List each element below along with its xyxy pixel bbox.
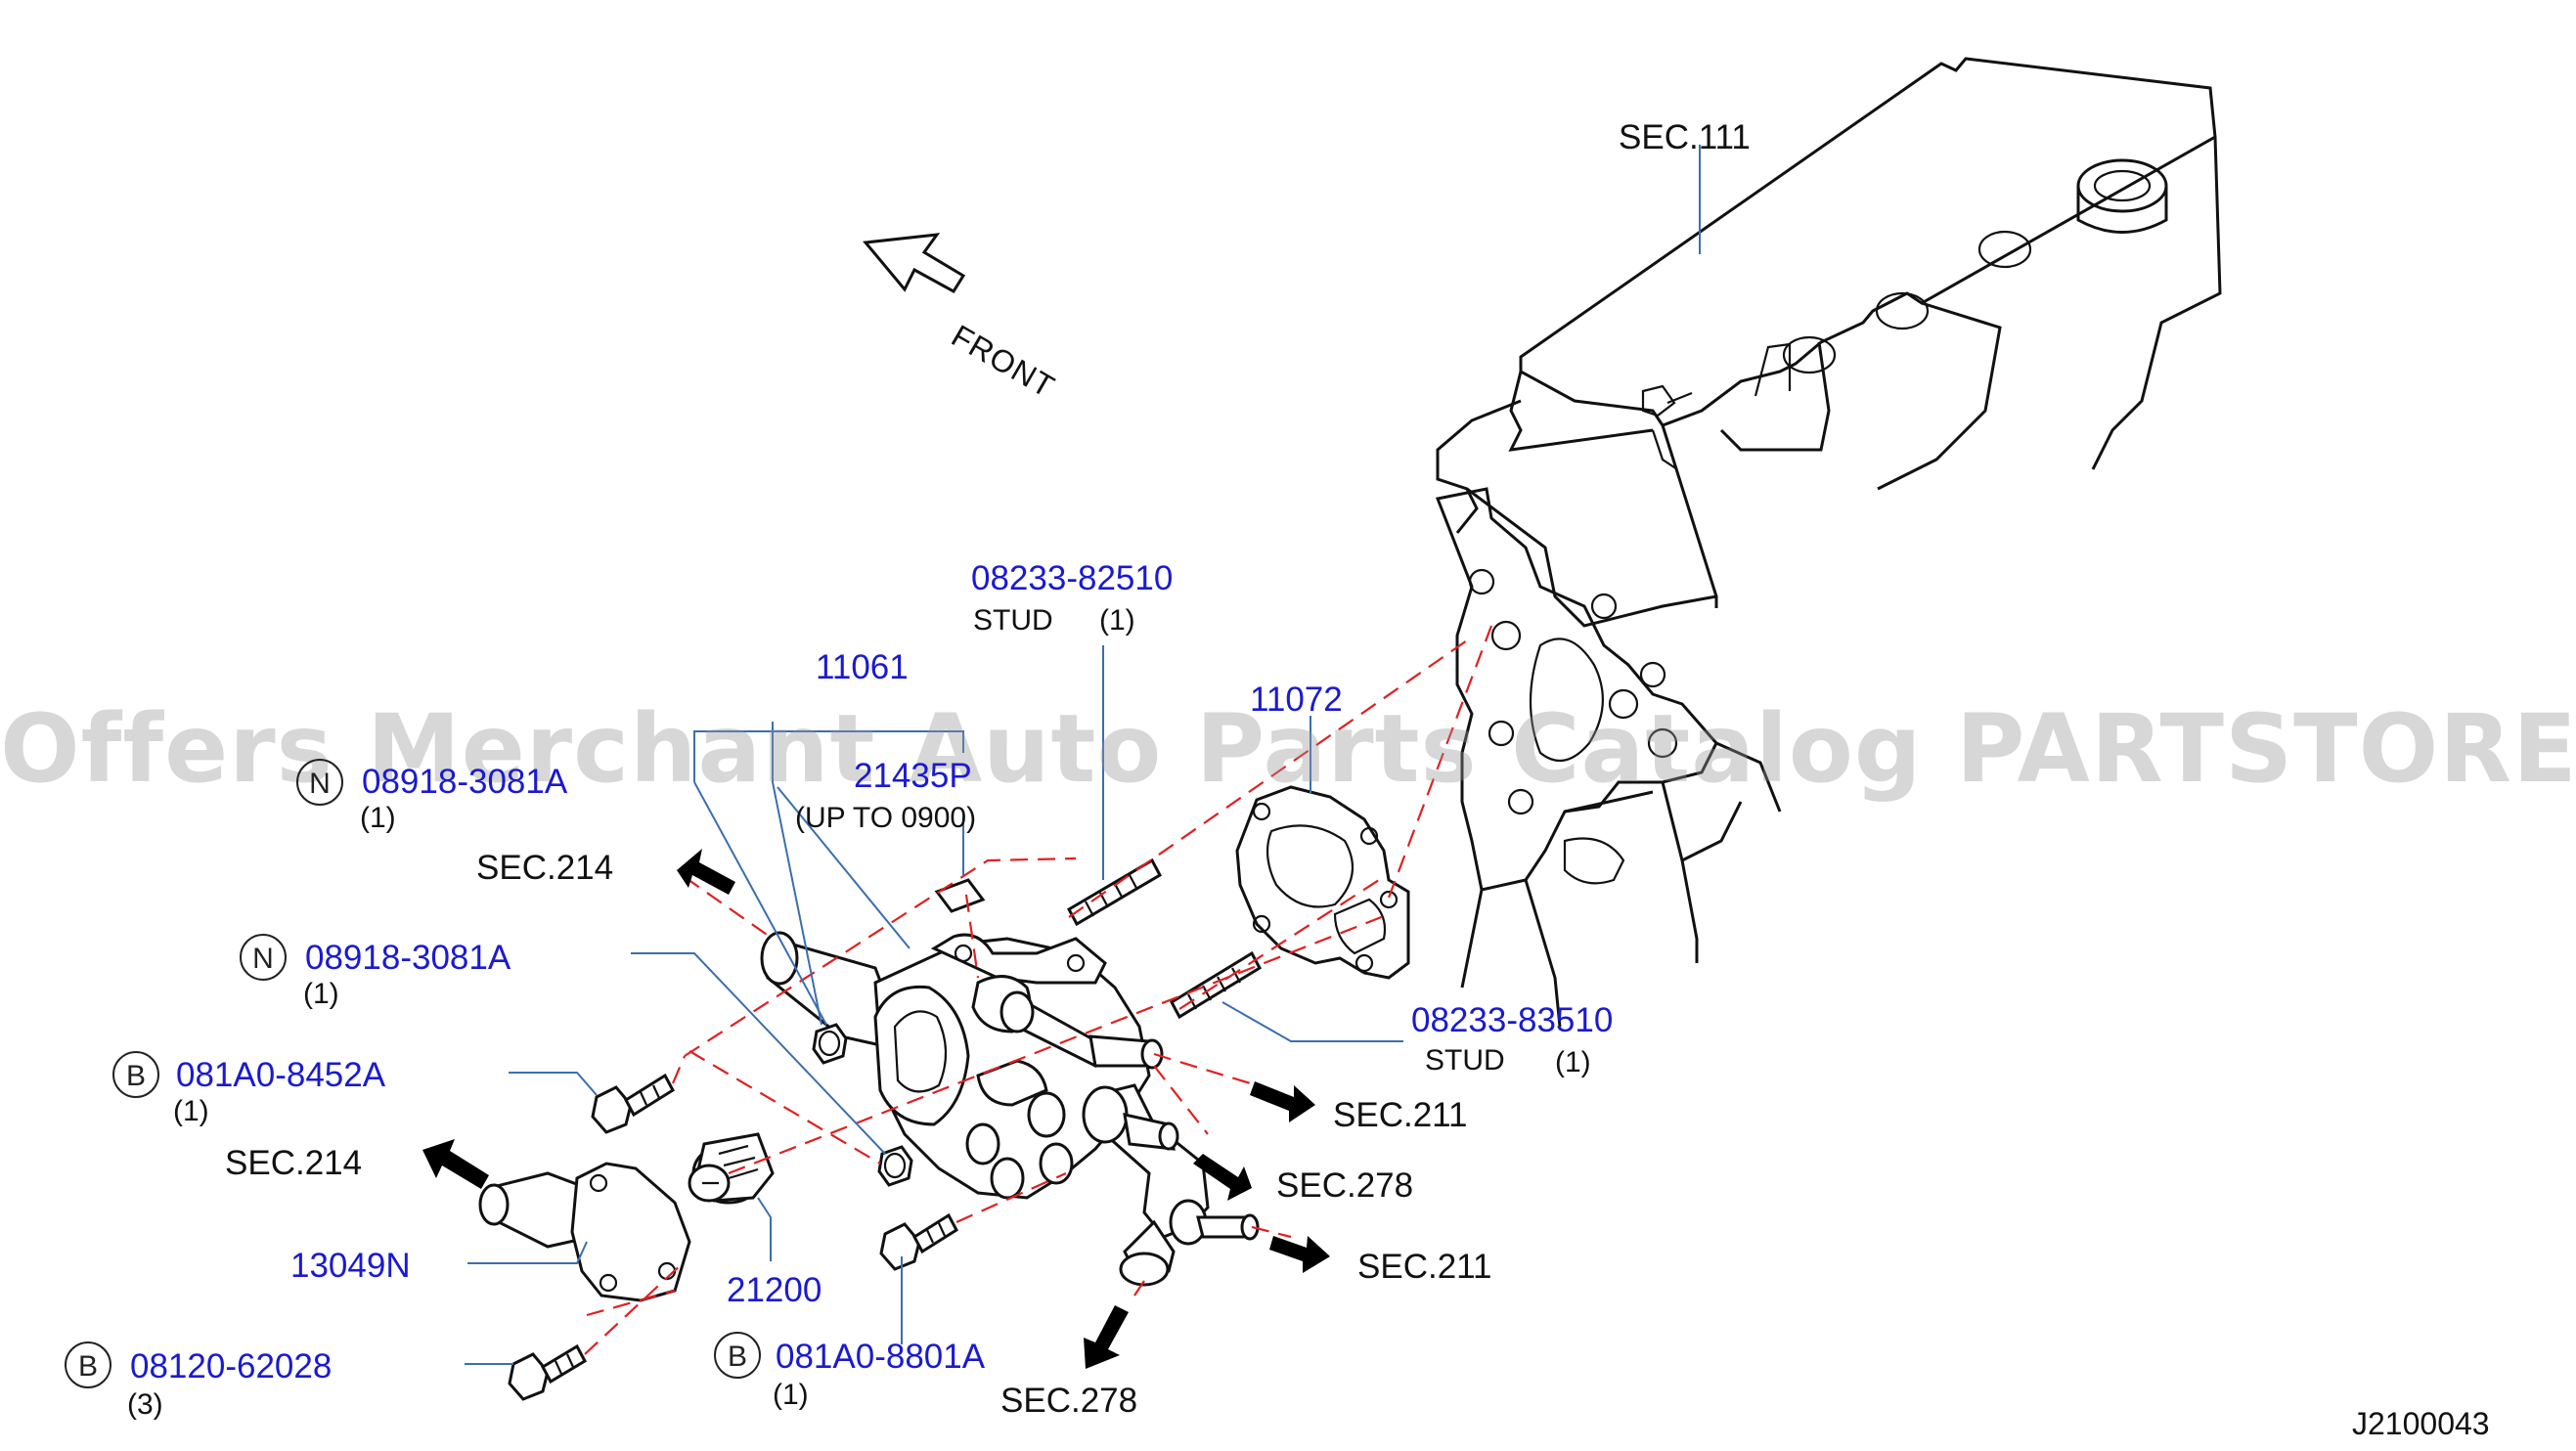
part-081a0-8452a-link[interactable]: 081A0-8452A xyxy=(176,1056,386,1094)
part-08918-3081a-mid-link[interactable]: 08918-3081A xyxy=(305,939,511,977)
gasket-21435p-drawing xyxy=(934,878,986,913)
part-21435p-link[interactable]: 21435P xyxy=(854,757,972,795)
part-08918-3081a-mid-qty: (1) xyxy=(303,978,339,1010)
nut-08918-mid-drawing xyxy=(877,1145,913,1187)
badge-n-top: N xyxy=(296,759,343,806)
sec-278-bottom-link[interactable]: SEC.278 xyxy=(1000,1382,1138,1420)
sec-214-bottom-link[interactable]: SEC.214 xyxy=(225,1144,363,1182)
engine-head-drawing xyxy=(1436,57,2222,628)
sec-214-top-link[interactable]: SEC.214 xyxy=(476,849,614,887)
part-081a0-8801a-link[interactable]: 081A0-8801A xyxy=(776,1338,986,1376)
bolt-081a0-8801a-drawing xyxy=(879,1212,958,1271)
part-081a0-8452a-qty: (1) xyxy=(173,1095,209,1127)
stud-82510-drawing xyxy=(1066,857,1163,927)
badge-b-8801a: B xyxy=(714,1332,761,1379)
section-arrows xyxy=(422,849,1330,1369)
bolt-081a0-8452a-drawing xyxy=(591,1073,675,1134)
part-08233-83510-qty: (1) xyxy=(1555,1046,1591,1078)
part-08120-62028-qty: (3) xyxy=(127,1388,163,1421)
part-11072-link[interactable]: 11072 xyxy=(1250,681,1343,719)
badge-b-8452a: B xyxy=(112,1051,159,1098)
part-08233-82510-qty: (1) xyxy=(1099,604,1135,637)
part-13049n-link[interactable]: 13049N xyxy=(290,1247,411,1285)
part-08233-82510-desc: STUD xyxy=(973,604,1053,637)
gasket-11072-drawing xyxy=(1235,785,1410,980)
water-inlet-13049n-drawing xyxy=(478,1162,691,1302)
part-21435p-note: (UP TO 0900) xyxy=(795,802,977,834)
part-081a0-8801a-qty: (1) xyxy=(773,1379,809,1411)
leader-lines xyxy=(465,145,1701,1365)
sec-211-bottom-link[interactable]: SEC.211 xyxy=(1357,1248,1492,1286)
head-face-drawing xyxy=(1435,487,1782,1028)
part-11061-link[interactable]: 11061 xyxy=(816,648,909,686)
thermostat-21200-drawing xyxy=(688,1132,775,1205)
badge-n-mid: N xyxy=(240,934,287,981)
sec-111-link[interactable]: SEC.111 xyxy=(1619,118,1751,156)
part-08918-3081a-top-link[interactable]: 08918-3081A xyxy=(362,763,568,801)
part-08233-83510-link[interactable]: 08233-83510 xyxy=(1411,1001,1614,1039)
sec-211-top-link[interactable]: SEC.211 xyxy=(1333,1096,1468,1134)
part-08233-83510-desc: STUD xyxy=(1425,1044,1505,1077)
part-08233-82510-link[interactable]: 08233-82510 xyxy=(971,559,1174,597)
badge-b-62028: B xyxy=(65,1341,111,1388)
nut-08918-top-drawing xyxy=(812,1023,848,1065)
front-arrow-icon xyxy=(863,233,966,293)
part-08120-62028-link[interactable]: 08120-62028 xyxy=(130,1347,333,1385)
water-outlet-11061-drawing xyxy=(760,931,1260,1287)
part-08918-3081a-top-qty: (1) xyxy=(360,802,396,834)
part-21200-link[interactable]: 21200 xyxy=(727,1271,822,1309)
sec-278-mid-link[interactable]: SEC.278 xyxy=(1276,1166,1414,1205)
diagram-code: J2100043 xyxy=(2352,1406,2490,1441)
bolt-08120-62028-drawing xyxy=(508,1343,587,1401)
